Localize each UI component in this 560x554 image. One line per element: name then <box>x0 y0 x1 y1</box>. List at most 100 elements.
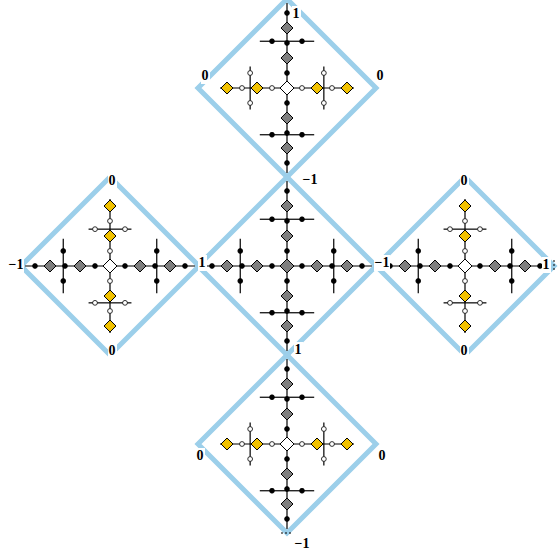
hollow-dot <box>448 300 453 305</box>
gray-diamond <box>281 112 293 124</box>
black-dot <box>285 427 290 432</box>
dotted-tip <box>554 260 555 272</box>
gray-diamond <box>281 22 293 34</box>
black-dot <box>270 217 275 222</box>
yellow-diamond <box>459 230 471 242</box>
hollow-dot <box>330 442 335 447</box>
vertex-value: 1 <box>294 342 303 358</box>
hollow-dot <box>478 227 483 232</box>
vertex-value: 0 <box>196 448 205 464</box>
branch-line <box>323 67 324 88</box>
branch-line <box>323 444 324 465</box>
hollow-dot <box>108 309 113 314</box>
branch-line <box>465 302 486 303</box>
black-dot <box>270 310 275 315</box>
yellow-diamond <box>251 82 263 94</box>
yellow-diamond <box>459 320 471 332</box>
hollow-dot <box>463 249 468 254</box>
branch-line <box>110 229 131 230</box>
black-dot <box>270 132 275 137</box>
gray-diamond <box>341 260 353 272</box>
branch-line <box>250 444 251 465</box>
vertex-value: 0 <box>378 448 387 464</box>
black-dot <box>331 279 336 284</box>
gray-diamond <box>519 260 531 272</box>
black-dot <box>154 249 159 254</box>
vertex-value: −1 <box>294 536 311 552</box>
branch-line <box>323 423 324 444</box>
black-dot <box>300 488 305 493</box>
black-dot <box>300 264 305 269</box>
branch-line <box>250 88 251 109</box>
black-dot <box>448 264 453 269</box>
black-dot <box>270 39 275 44</box>
hollow-dot <box>93 227 98 232</box>
hollow-dot <box>478 300 483 305</box>
black-dot <box>93 264 98 269</box>
vertex-value: 0 <box>376 68 385 84</box>
vertex-value: −1 <box>8 257 25 273</box>
black-dot <box>61 249 66 254</box>
hollow-dot <box>248 457 253 462</box>
yellow-diamond <box>221 82 233 94</box>
dotted-tip <box>281 533 293 534</box>
black-dot <box>300 217 305 222</box>
gray-diamond <box>281 290 293 302</box>
yellow-diamond <box>221 438 233 450</box>
hollow-dot <box>270 86 275 91</box>
black-dot <box>509 279 514 284</box>
yellow-diamond <box>459 290 471 302</box>
black-dot <box>478 264 483 269</box>
black-dot <box>183 264 188 269</box>
hollow-dot <box>270 442 275 447</box>
black-dot <box>238 279 243 284</box>
yellow-diamond <box>458 259 472 273</box>
hollow-dot <box>300 86 305 91</box>
hollow-dot <box>240 442 245 447</box>
yellow-diamond <box>280 81 294 95</box>
branch-line <box>110 302 131 303</box>
black-dot <box>285 161 290 166</box>
branch-line <box>89 302 110 303</box>
gray-diamond <box>281 468 293 480</box>
black-dot <box>123 264 128 269</box>
vertex-value: −1 <box>302 172 319 188</box>
hollow-dot <box>108 249 113 254</box>
black-dot <box>416 279 421 284</box>
black-dot <box>270 395 275 400</box>
vertex-value: 1 <box>542 257 551 273</box>
black-dot <box>270 264 275 269</box>
hollow-dot <box>463 309 468 314</box>
vertex-value: 0 <box>460 173 469 189</box>
yellow-diamond <box>103 259 117 273</box>
black-dot <box>331 249 336 254</box>
gray-diamond <box>281 320 293 332</box>
black-dot <box>360 264 365 269</box>
black-dot <box>285 189 290 194</box>
gray-diamond <box>281 378 293 390</box>
branch-line <box>444 229 465 230</box>
gray-diamond <box>44 260 56 272</box>
hollow-dot <box>248 101 253 106</box>
vertex-value: 1 <box>292 6 301 22</box>
blue-diamond-outline <box>198 355 376 533</box>
vertex-value: 1 <box>198 255 207 271</box>
blue-diamond-outline <box>198 177 376 355</box>
gray-diamond <box>281 230 293 242</box>
branch-line <box>250 423 251 444</box>
gray-diamond <box>429 260 441 272</box>
gray-diamond <box>134 260 146 272</box>
vertex-value: −1 <box>374 255 391 271</box>
black-dot <box>300 395 305 400</box>
black-dot <box>285 457 290 462</box>
black-dot <box>300 132 305 137</box>
blue-diamond-outline <box>376 177 554 355</box>
hollow-dot <box>330 86 335 91</box>
yellow-diamond <box>341 82 353 94</box>
gray-diamond <box>489 260 501 272</box>
hollow-dot <box>463 219 468 224</box>
black-dot <box>154 279 159 284</box>
vertex-value: 0 <box>201 68 210 84</box>
black-dot <box>509 249 514 254</box>
